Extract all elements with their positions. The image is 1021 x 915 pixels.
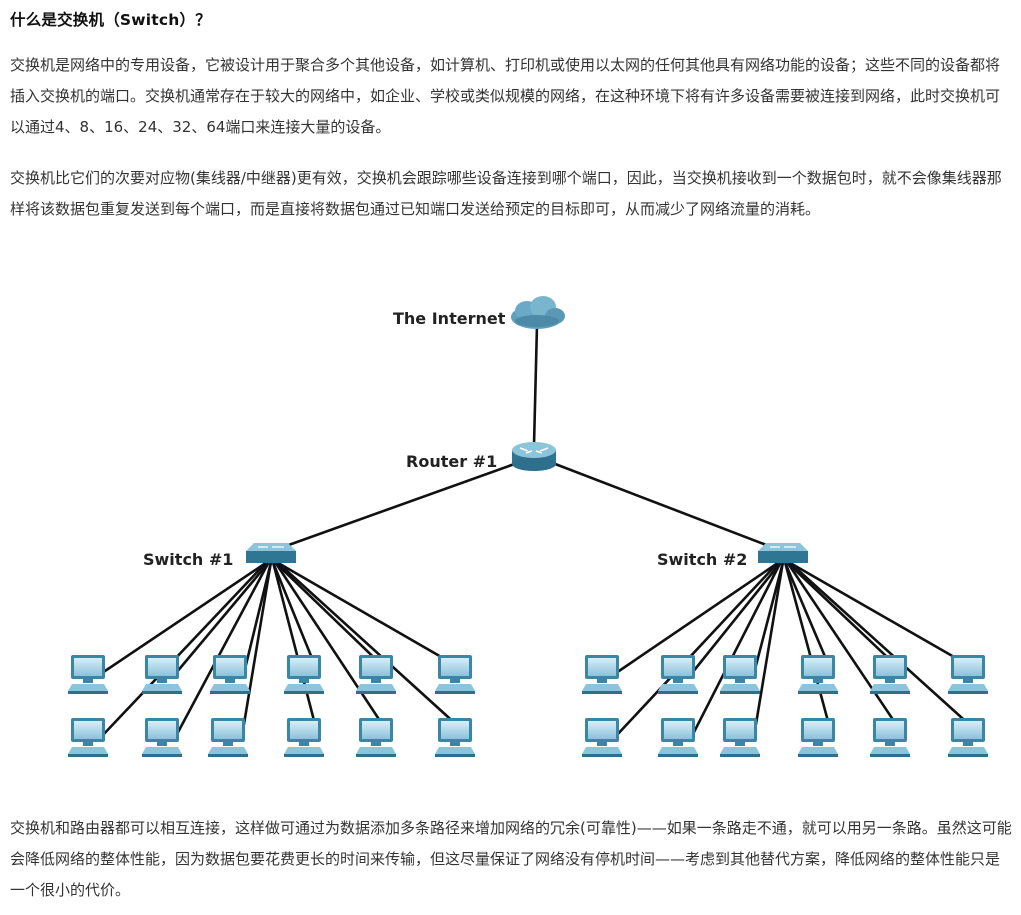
switch1-link-4 [272,562,320,674]
switch1-link-11 [274,562,392,737]
switch2-computer-icon-2 [658,655,698,694]
switch1-link-12 [277,562,470,737]
network-diagram-svg: The Internet Router #1 Switch #1 [68,296,988,757]
switch2-link-7 [615,562,779,737]
paragraph-redundancy: 交换机和路由器都可以相互连接，这样做可通过为数据添加多条路径来增加网络的冗余(可… [10,819,1012,899]
switch2-computer-icon-11 [870,718,910,757]
switch2-link-10 [783,562,834,737]
switch2-computer-icon-12 [948,718,988,757]
switch1-computer-icon-5 [356,655,396,694]
switch2-link-8 [690,562,782,737]
switch-1-label: Switch #1 [143,550,233,569]
internet-router-link [532,324,539,446]
switch-2-label: Switch #2 [657,550,747,569]
switch-1-icon [246,543,296,563]
switch2-computer-icon-1 [582,655,622,694]
router-switch1-link [271,460,521,553]
switch2-computer-icon-5 [870,655,910,694]
internet-label: The Internet [393,309,506,328]
paragraph-intro: 交换机是网络中的专用设备，它被设计用于聚合多个其他设备，如计算机、打印机或使用以… [10,56,1001,136]
switch1-computer-icon-6 [435,655,475,694]
paragraph-comparison: 交换机比它们的次要对应物(集线器/中继器)更有效，交换机会跟踪哪些设备连接到哪个… [10,169,1002,218]
switch2-link-12 [789,562,983,737]
switch2-link-1 [615,561,779,675]
switch2-computer-icon-4 [798,655,838,694]
switch1-computer-icon-7 [68,718,108,757]
switch1-computer-icon-2 [142,655,182,694]
switch2-link-4 [784,562,834,674]
switch1-link-1 [101,561,267,675]
switch1-link-6 [277,561,470,675]
switch2-link-3 [752,562,785,674]
switch1-link-8 [174,562,270,737]
switch2-computer-icon-6 [948,655,988,694]
network-diagram: The Internet Router #1 Switch #1 [10,285,1014,780]
switch2-link-11 [786,562,906,737]
switch1-link-10 [271,562,320,737]
article-heading: 什么是交换机（Switch）？ [10,11,211,29]
switch1-computer-icon-1 [68,655,108,694]
switch2-computer-icon-9 [720,718,760,757]
switch1-computer-icon-12 [435,718,475,757]
switch1-link-2 [175,562,270,674]
switch1-computer-icon-3 [210,655,250,694]
switch1-computer-icon-4 [284,655,324,694]
switch2-link-2 [690,562,782,674]
switch2-computer-icon-10 [798,718,838,757]
switch2-link-9 [752,562,785,737]
switch2-link-6 [789,561,983,675]
switch1-link-9 [240,562,273,737]
switch1-computer-icon-10 [284,718,324,757]
switch1-link-5 [274,562,391,674]
switch2-computer-icon-3 [720,655,760,694]
router-switch2-link [549,460,783,553]
router-label: Router #1 [406,452,497,471]
switch2-computer-icon-7 [582,718,622,757]
switch1-computer-icon-9 [208,718,248,757]
computer-group [68,655,988,757]
router-icon [512,442,556,471]
internet-cloud-icon [511,296,565,329]
switch-2-icon [758,543,808,563]
switch2-computer-icon-8 [658,718,698,757]
switch1-computer-icon-8 [142,718,182,757]
switch1-link-7 [101,562,267,737]
switch1-computer-icon-11 [356,718,396,757]
switch2-link-5 [786,562,905,674]
connection-lines [101,324,983,737]
switch1-link-3 [242,562,273,674]
